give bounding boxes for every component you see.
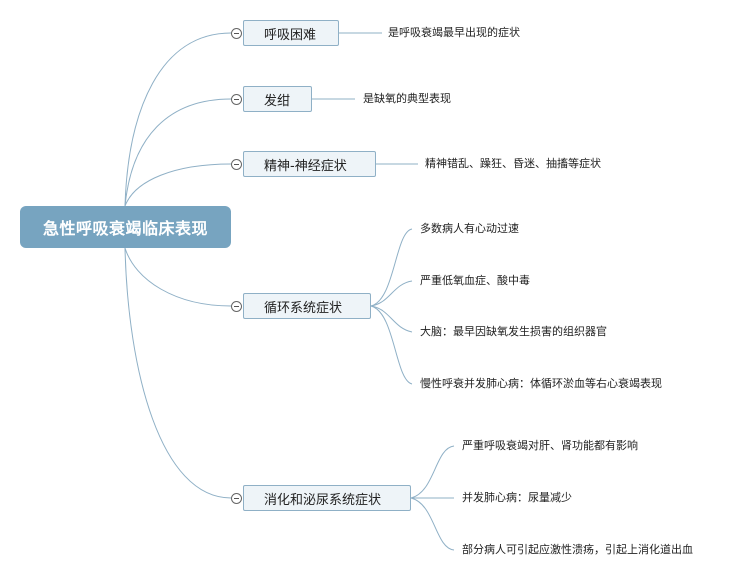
- branch-topic-dyspnea[interactable]: 呼吸困难: [243, 20, 339, 46]
- leaf-detail[interactable]: 是缺氧的典型表现: [363, 92, 451, 105]
- collapse-toggle-icon[interactable]: [231, 28, 242, 39]
- branch-topic-digestive-urinary[interactable]: 消化和泌尿系统症状: [243, 485, 411, 511]
- connector-root-branch-4: [124, 247, 232, 307]
- connector-branch-5-leaf-3: [410, 497, 455, 551]
- leaf-detail[interactable]: 精神错乱、躁狂、昏迷、抽搐等症状: [425, 157, 601, 170]
- leaf-detail[interactable]: 部分病人可引起应激性溃疡，引起上消化道出血: [462, 543, 693, 556]
- collapse-toggle-icon[interactable]: [231, 301, 242, 312]
- leaf-detail[interactable]: 并发肺心病：尿量减少: [462, 491, 572, 504]
- connector-root-branch-2: [124, 98, 232, 207]
- leaf-detail[interactable]: 慢性呼衰并发肺心病：体循环淤血等右心衰竭表现: [420, 377, 662, 390]
- collapse-toggle-icon[interactable]: [231, 159, 242, 170]
- connector-branch-4-leaf-1: [370, 228, 413, 307]
- connector-root-branch-5: [124, 247, 232, 499]
- leaf-detail[interactable]: 是呼吸衰竭最早出现的症状: [388, 26, 520, 39]
- connector-branch-4-leaf-2: [370, 280, 413, 307]
- leaf-detail[interactable]: 严重低氧血症、酸中毒: [420, 274, 530, 287]
- root-topic[interactable]: 急性呼吸衰竭临床表现: [20, 206, 231, 248]
- branch-topic-neuro[interactable]: 精神-神经症状: [243, 151, 376, 177]
- connector-branch-4-leaf-4: [370, 305, 413, 385]
- collapse-toggle-icon[interactable]: [231, 493, 242, 504]
- leaf-detail[interactable]: 多数病人有心动过速: [420, 222, 519, 235]
- connector-branch-4-leaf-3: [370, 305, 413, 333]
- collapse-toggle-icon[interactable]: [231, 94, 242, 105]
- connector-root-branch-1: [124, 32, 232, 207]
- leaf-detail[interactable]: 大脑：最早因缺氧发生损害的组织器官: [420, 325, 607, 338]
- branch-topic-circulatory[interactable]: 循环系统症状: [243, 293, 371, 319]
- leaf-detail[interactable]: 严重呼吸衰竭对肝、肾功能都有影响: [462, 439, 638, 452]
- connector-branch-5-leaf-1: [410, 445, 455, 499]
- connector-root-branch-3: [124, 163, 232, 207]
- branch-topic-cyanosis[interactable]: 发绀: [243, 86, 312, 112]
